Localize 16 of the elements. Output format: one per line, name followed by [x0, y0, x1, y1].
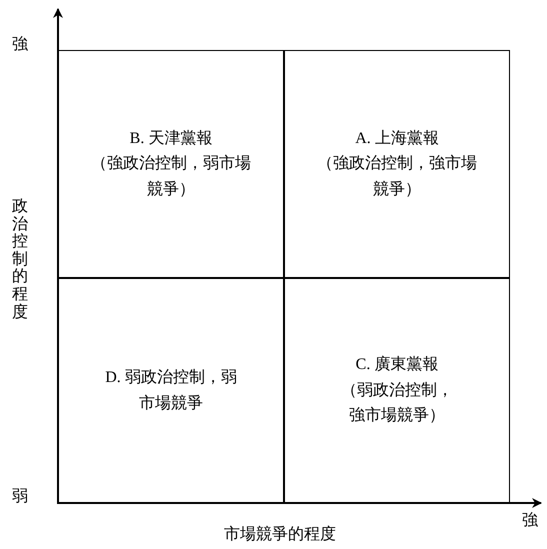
quadrant-description: （強政治控制，強市場競爭）: [316, 154, 478, 200]
quadrant-description: （強政治控制，弱市場競爭）: [90, 154, 252, 200]
quadrant-description: （弱政治控制，強市場競爭）: [340, 380, 454, 426]
x-axis-label: 市場競爭的程度: [224, 526, 336, 544]
axis-end-label: 強: [522, 512, 538, 530]
quadrant-box: [58, 50, 284, 278]
y-axis-label: 政治控制的程度: [12, 198, 28, 322]
quadrant-box: [58, 278, 284, 503]
quadrant-description: D. 弱政治控制，弱市場競爭: [104, 368, 238, 414]
axis-end-label: 弱: [12, 488, 28, 506]
quadrant-title: B. 天津黨報: [130, 128, 212, 149]
quadrant-title: C. 廣東黨報: [356, 354, 438, 376]
axis-end-label: 強: [12, 36, 28, 54]
quadrant-title: A. 上海黨報: [355, 128, 439, 149]
quadrant-box: [284, 278, 510, 503]
quadrant-box: [284, 50, 510, 278]
